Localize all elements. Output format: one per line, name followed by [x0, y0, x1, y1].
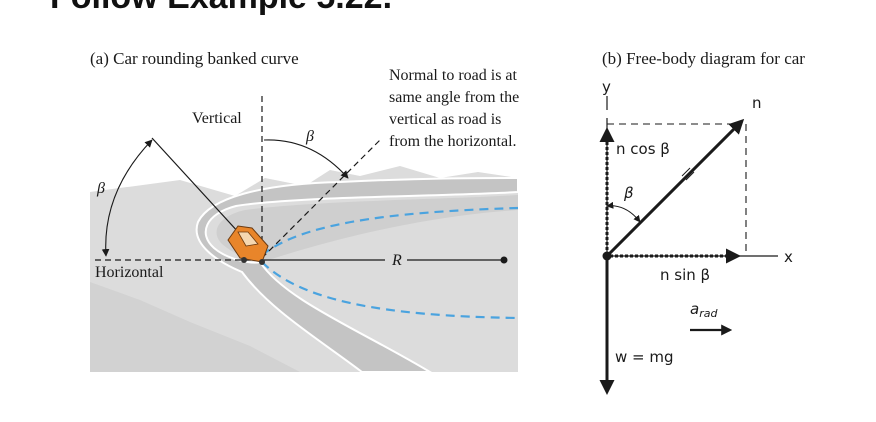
note-line-4: from the horizontal.	[389, 133, 517, 150]
beta-label-top: β	[305, 128, 314, 145]
note-line-1: Normal to road is at	[389, 67, 518, 84]
a-rad-label: arad	[690, 300, 718, 320]
y-axis-label: y	[602, 78, 611, 96]
car-path-upper	[261, 206, 519, 256]
note-line-2: same angle from the	[389, 89, 519, 106]
horizontal-label: Horizontal	[95, 264, 164, 281]
panel-b-caption: (b) Free-body diagram for car	[602, 49, 805, 68]
beta-arc-top	[263, 139, 349, 179]
beta-label: β	[623, 184, 634, 202]
radius-label: R	[391, 252, 402, 269]
beta-label-left: β	[96, 180, 105, 197]
panel-a-caption: (a) Car rounding banked curve	[90, 49, 299, 68]
curve-center-dot	[500, 256, 508, 264]
banked-road	[195, 176, 519, 373]
hill-shadow	[90, 282, 300, 372]
weight-label: w = mg	[615, 348, 674, 366]
n-cos-label: n cos β	[616, 140, 670, 158]
note-line-3: vertical as road is	[389, 111, 501, 128]
beta-angle-arc	[606, 201, 641, 223]
panel-a: (a) Car rounding banked curve R Vertical…	[90, 49, 519, 373]
normal-force-label: n	[752, 94, 762, 112]
car-particle-dot	[602, 251, 612, 261]
normal-vector-hatch-2	[685, 171, 695, 181]
n-sin-label: n sin β	[660, 266, 710, 284]
normal-vector-hatch	[681, 167, 691, 177]
car-icon	[227, 225, 269, 265]
normal-force-vector	[605, 118, 745, 258]
beta-arc-left	[101, 139, 153, 257]
panel-b: (b) Free-body diagram for car y x n cos …	[599, 49, 805, 395]
car-path-lower	[261, 261, 519, 320]
normal-line	[261, 139, 381, 259]
page-title: Follow Example 5.22.	[50, 0, 392, 16]
normal-note: Normal to road is at same angle from the…	[389, 67, 519, 150]
x-axis-label: x	[784, 248, 793, 266]
vertical-label: Vertical	[192, 110, 242, 127]
